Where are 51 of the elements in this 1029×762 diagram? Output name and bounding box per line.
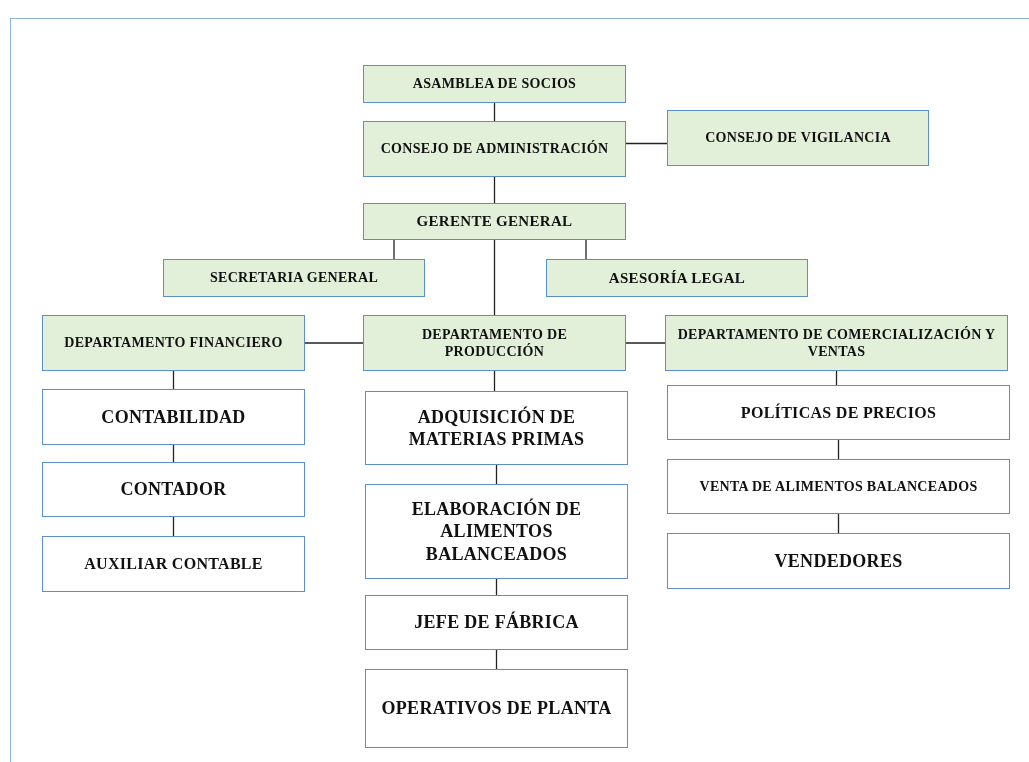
department-box: [665, 315, 1008, 371]
position-box: [667, 533, 1010, 589]
position-box: [365, 595, 628, 650]
position-box: [667, 385, 1010, 440]
box-label: CONSEJO DE ADMINISTRACIÓN: [380, 140, 609, 158]
connector-line: [585, 239, 587, 260]
department-box: [363, 121, 626, 177]
box-label: CONTADOR: [120, 478, 227, 501]
connector-line: [493, 370, 496, 392]
connector-line: [837, 513, 840, 534]
connector-line: [625, 342, 666, 344]
box-label: DEPARTAMENTO FINANCIERO: [64, 334, 283, 352]
box-label: CONTABILIDAD: [101, 405, 246, 429]
department-box: [363, 203, 626, 240]
position-box: [42, 389, 305, 445]
box-label: VENTA DE ALIMENTOS BALANCEADOS: [699, 477, 978, 496]
department-box: [42, 315, 305, 371]
department-box: [363, 65, 626, 103]
box-label: CONSEJO DE VIGILANCIA: [705, 129, 891, 147]
box-label: JEFE DE FÁBRICA: [414, 611, 579, 634]
position-box: [42, 536, 305, 592]
box-label: POLÍTICAS DE PRECIOS: [740, 402, 937, 423]
connector-line: [493, 239, 496, 316]
connector-line: [493, 176, 496, 204]
connector-line: [393, 239, 395, 260]
department-box: [546, 259, 808, 297]
position-box: [365, 669, 628, 748]
box-label: DEPARTAMENTO DE PRODUCCIÓN: [420, 325, 569, 361]
position-box: [365, 391, 628, 465]
box-label: OPERATIVOS DE PLANTA: [381, 697, 612, 720]
box-label: SECRETARIA GENERAL: [209, 269, 379, 287]
department-box: [363, 315, 626, 371]
department-box: [163, 259, 425, 297]
connector-line: [837, 439, 840, 460]
connector-line: [495, 649, 498, 670]
connector-line: [304, 342, 364, 344]
connector-line: [625, 142, 668, 145]
box-label: ELABORACIÓN DE ALIMENTOS BALANCEADOS: [410, 497, 583, 566]
department-box: [667, 110, 929, 166]
box-label: DEPARTAMENTO DE COMERCIALIZACIÓN Y VENTAS: [676, 325, 997, 361]
connector-line: [495, 464, 498, 485]
box-label: ASESORÍA LEGAL: [608, 268, 746, 288]
box-label: ASAMBLEA DE SOCIOS: [412, 75, 577, 93]
box-label: ADQUISICIÓN DE MATERIAS PRIMAS: [407, 405, 586, 451]
position-box: [667, 459, 1010, 514]
position-box: [365, 484, 628, 579]
connector-line: [172, 516, 175, 537]
box-label: VENDEDORES: [774, 549, 903, 573]
position-box: [42, 462, 305, 517]
box-label: AUXILIAR CONTABLE: [84, 554, 263, 574]
box-label: GERENTE GENERAL: [416, 212, 573, 231]
